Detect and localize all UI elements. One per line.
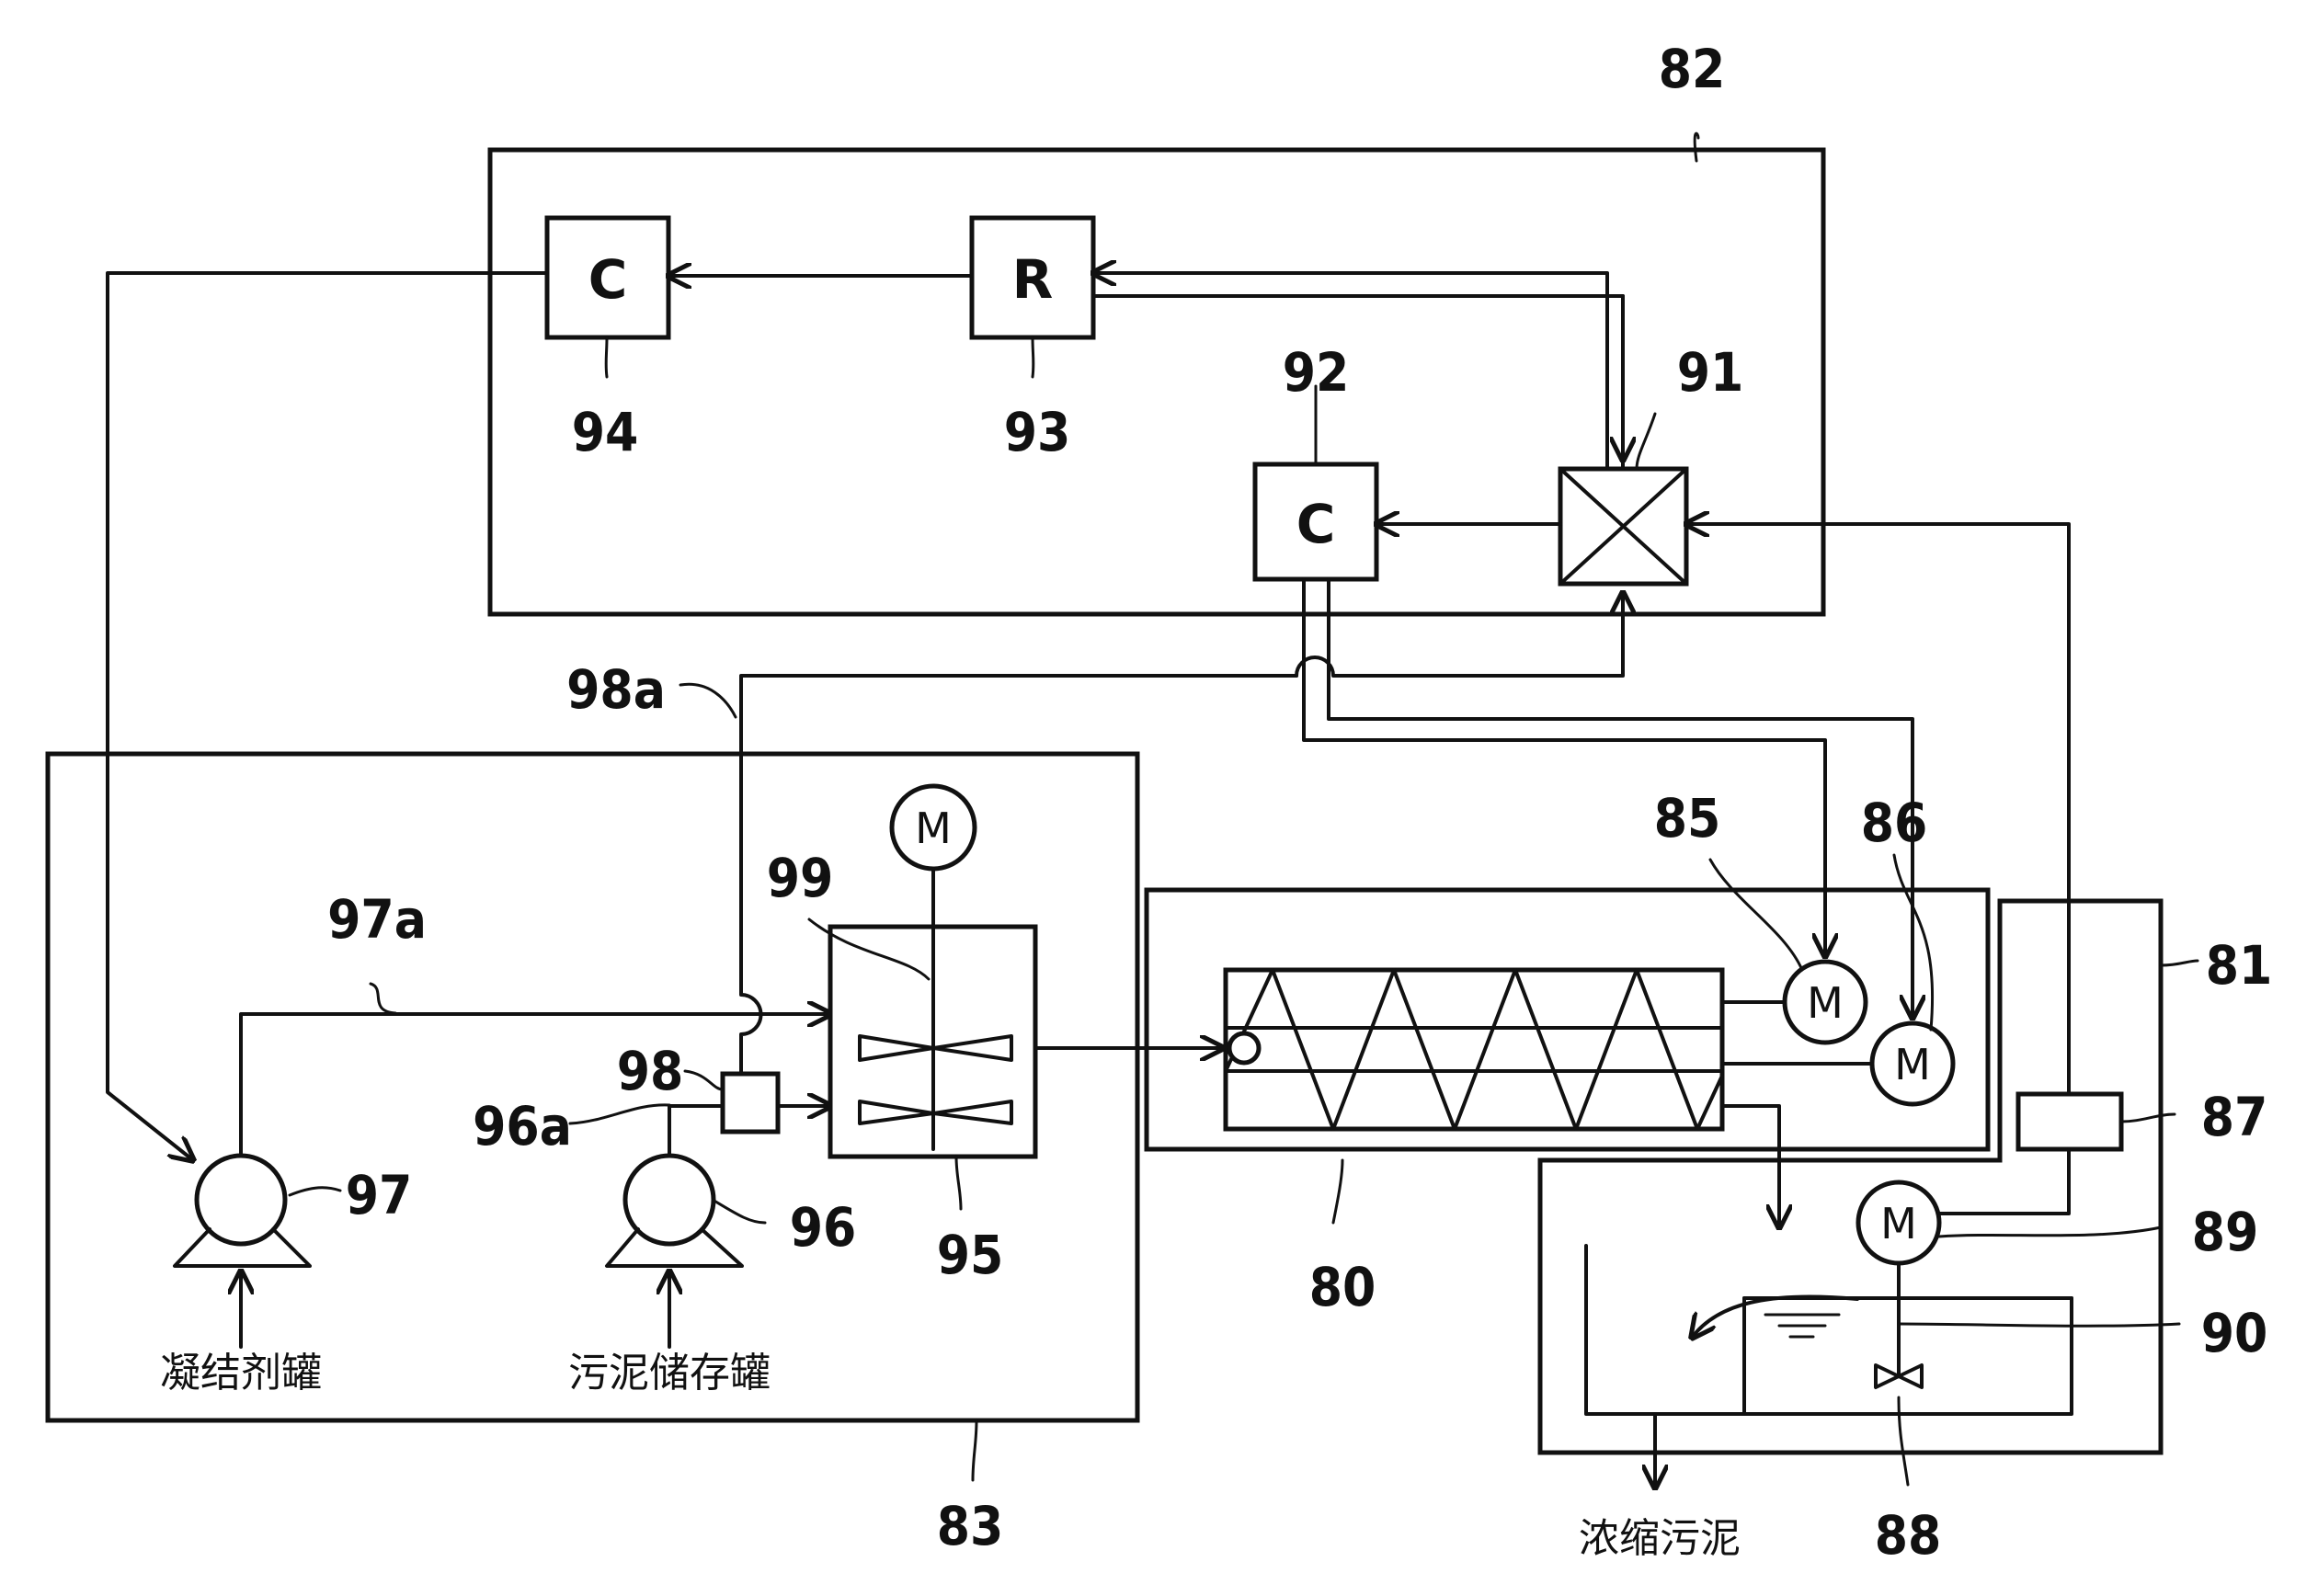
label-83: 83 xyxy=(937,1495,1004,1557)
overflow-arrow xyxy=(1692,1294,1859,1338)
label-88: 88 xyxy=(1875,1504,1942,1567)
label-89: 89 xyxy=(2192,1201,2259,1263)
control-unit-frame-82 xyxy=(487,147,1826,617)
label-92: 92 xyxy=(1283,341,1350,404)
label-98a: 98a xyxy=(566,658,666,721)
label-93: 93 xyxy=(1004,401,1071,463)
motor-letter-85: M xyxy=(1807,978,1844,1028)
concentration-meter-87 xyxy=(2015,1091,2124,1152)
sensor-98 xyxy=(720,1071,781,1134)
label-80: 80 xyxy=(1309,1256,1376,1318)
label-94: 94 xyxy=(572,401,639,463)
label-95: 95 xyxy=(937,1224,1004,1286)
screw-press-80 xyxy=(1223,967,1725,1132)
label-97: 97 xyxy=(346,1164,413,1226)
filtrate-line xyxy=(1720,1104,1779,1227)
label-85: 85 xyxy=(1654,787,1721,849)
motor-letter-89: M xyxy=(1880,1199,1917,1248)
recorder-letter-93: R xyxy=(1012,248,1054,311)
coagulant-pump-97 xyxy=(173,1153,312,1268)
label-81: 81 xyxy=(2206,934,2273,997)
label-96a: 96a xyxy=(473,1095,572,1157)
label-96: 96 xyxy=(790,1196,857,1259)
coagulant-line-97a xyxy=(239,1014,830,1157)
signal-91-to-r xyxy=(1091,294,1625,471)
signal-87-to-91 xyxy=(1686,524,2071,1096)
label-91: 91 xyxy=(1677,341,1744,404)
thickener-frame-80 xyxy=(1144,887,1991,1152)
controller-letter-94: C xyxy=(588,248,628,311)
sludge-pump-96 xyxy=(605,1153,744,1268)
label-86: 86 xyxy=(1861,792,1928,854)
controller-letter-92: C xyxy=(1296,493,1336,555)
signal-c92-to-motor86 xyxy=(1327,577,1913,1018)
thickened-sludge-label: 浓缩污泥 xyxy=(1579,1515,1741,1562)
mixing-unit-frame-83 xyxy=(45,751,1140,1423)
label-99: 99 xyxy=(767,847,834,909)
motor-letter-86: M xyxy=(1894,1040,1931,1089)
sludge-storage-tank-label: 污泥储存罐 xyxy=(568,1350,771,1396)
label-98: 98 xyxy=(617,1040,684,1102)
signal-c92-to-motor85 xyxy=(1302,577,1825,956)
signal-c94-to-pump97 xyxy=(106,271,549,1160)
label-97a: 97a xyxy=(327,888,427,951)
label-87: 87 xyxy=(2201,1086,2268,1148)
label-82: 82 xyxy=(1659,38,1726,100)
signal-r-to-91 xyxy=(1093,273,1609,471)
computing-unit-91 xyxy=(1558,466,1689,587)
signal-98a xyxy=(739,674,1298,1076)
agitator-motor-letter-99: M xyxy=(915,804,952,853)
label-90: 90 xyxy=(2201,1302,2268,1364)
sensor-unit-frame-81 xyxy=(1537,898,2164,1455)
tank-88 xyxy=(1584,1244,2073,1416)
sludge-line-96a xyxy=(668,1104,725,1157)
coagulant-tank-label: 凝结剂罐 xyxy=(160,1350,322,1396)
